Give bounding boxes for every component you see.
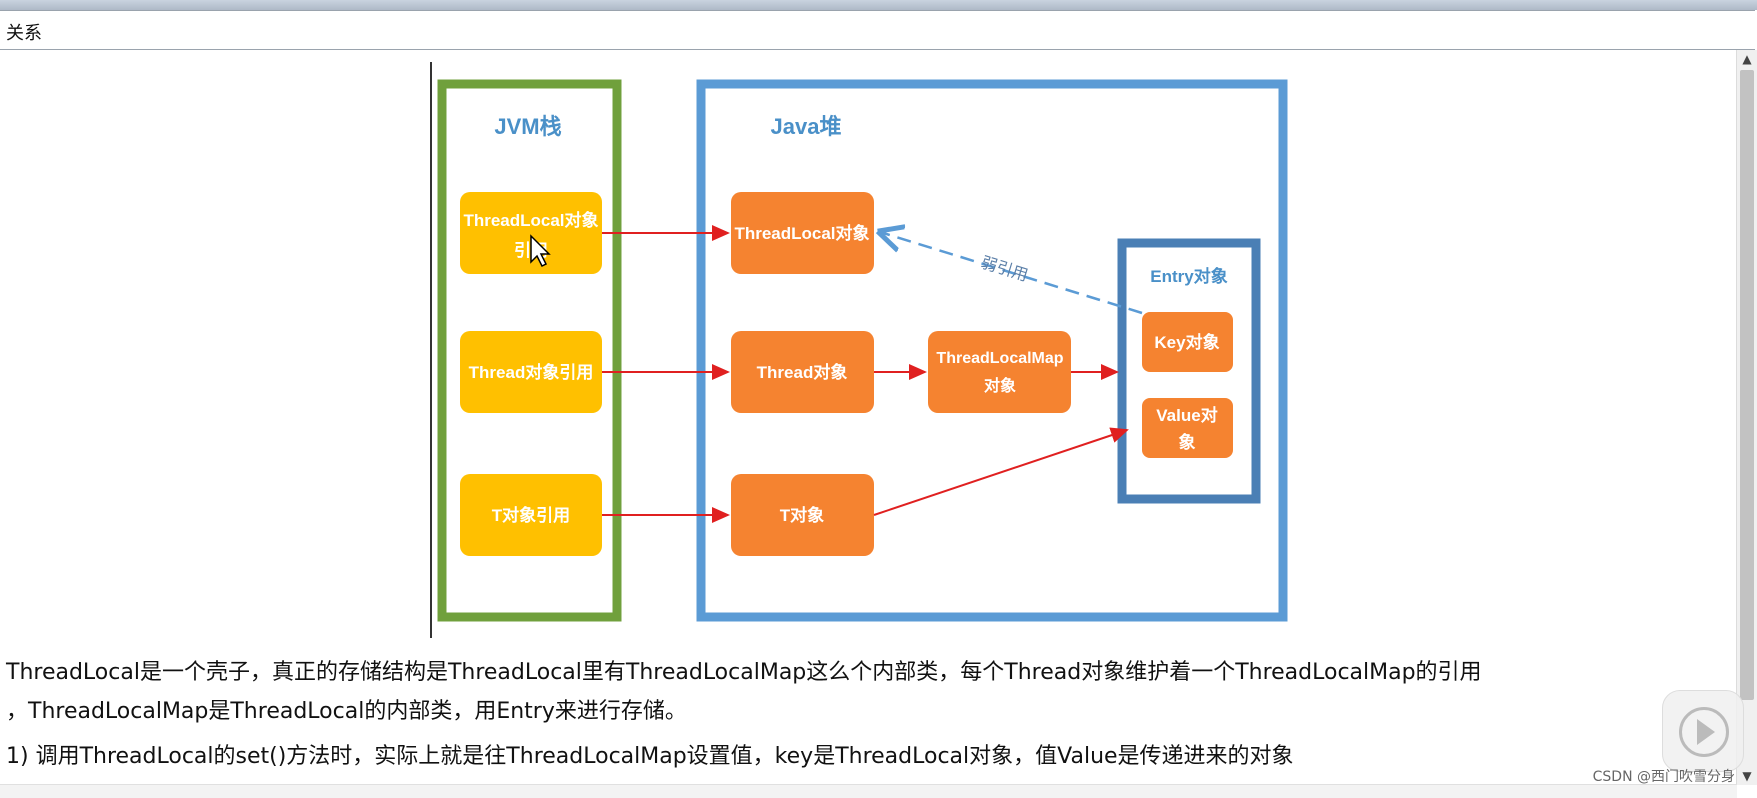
t-obj-label: T对象 [780, 505, 824, 525]
arrow-t-to-value [873, 427, 1129, 516]
vertical-scrollbar[interactable]: ▲ ▼ [1736, 50, 1757, 785]
key-obj-box [1142, 312, 1233, 372]
scroll-down-icon[interactable]: ▼ [1742, 769, 1752, 783]
window-top-bar [0, 0, 1757, 10]
threadlocal-ref-label-1: ThreadLocal对象 [463, 210, 598, 230]
thread-obj-box [731, 331, 874, 413]
thread-ref-box [460, 331, 602, 413]
play-button[interactable] [1662, 690, 1744, 772]
threadlocalmap-obj-box [928, 331, 1071, 413]
java-heap-title: Java堆 [771, 114, 842, 139]
paragraph-1: ThreadLocal是一个壳子，真正的存储结构是ThreadLocal里有Th… [6, 660, 1482, 685]
value-obj-label-2: 象 [1179, 432, 1196, 452]
thread-ref-label: Thread对象引用 [469, 362, 594, 382]
java-heap-frame [696, 79, 1288, 622]
threadlocalmap-label-2: 对象 [984, 376, 1016, 395]
scroll-up-icon[interactable]: ▲ [1742, 52, 1752, 66]
scrollbar-thumb[interactable] [1740, 70, 1754, 700]
value-obj-box [1142, 398, 1233, 458]
entry-frame [1117, 238, 1261, 504]
divider-line [430, 62, 432, 638]
watermark: CSDN @西门吹雪分身 [1592, 769, 1735, 785]
weak-ref-arrow [880, 232, 1143, 315]
jvm-stack-frame [437, 79, 622, 622]
threadlocal-obj-box [731, 192, 874, 274]
window-title: 关系 [6, 23, 42, 44]
horizontal-scrollbar[interactable] [0, 784, 1737, 798]
jvm-stack-title: JVM栈 [494, 114, 561, 139]
threadlocal-ref-box [460, 192, 602, 274]
play-icon [1697, 719, 1715, 745]
entry-title: Entry对象 [1150, 266, 1227, 286]
key-obj-label: Key对象 [1154, 332, 1219, 352]
threadlocal-obj-label: ThreadLocal对象 [734, 223, 869, 243]
t-ref-label: T对象引用 [492, 505, 570, 525]
mouse-cursor-icon [530, 234, 551, 268]
paragraph-3: 1) 调用ThreadLocal的set()方法时，实际上就是往ThreadLo… [6, 744, 1294, 769]
weak-ref-label: 弱引用 [979, 254, 1030, 285]
t-ref-box [460, 474, 602, 556]
title-bar: 关系 [0, 10, 1755, 50]
paragraph-2: ，ThreadLocalMap是ThreadLocal的内部类，用Entry来进… [6, 699, 687, 724]
play-circle-icon [1679, 707, 1729, 757]
thread-obj-label: Thread对象 [757, 362, 848, 382]
value-obj-label-1: Value对 [1156, 405, 1217, 425]
t-obj-box [731, 474, 874, 556]
threadlocalmap-label-1: ThreadLocalMap [936, 350, 1063, 367]
